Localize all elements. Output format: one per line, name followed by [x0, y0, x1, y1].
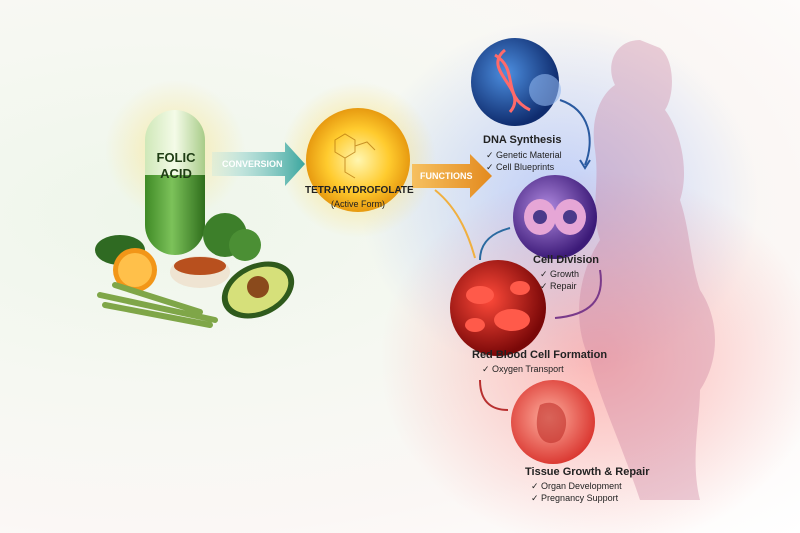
active-form-title: TETRAHYDROFOLATE: [305, 185, 414, 196]
list-item: Genetic Material: [486, 149, 562, 161]
dna-synthesis-list: Genetic Material Cell Blueprints: [486, 149, 562, 173]
cell-division-title: Cell Division: [533, 254, 600, 266]
tissue-growth-title: Tissue Growth & Repair: [525, 466, 650, 478]
functions-arrow: [412, 154, 492, 198]
foods-illustration: [95, 213, 295, 328]
list-item: Repair: [540, 280, 579, 292]
tetrahydrofolate-sphere: [306, 108, 410, 212]
list-item: Cell Blueprints: [486, 161, 562, 173]
active-form-subtitle: (Active Form): [331, 199, 385, 209]
list-item: Oxygen Transport: [482, 363, 564, 375]
pregnant-woman-silhouette: [579, 40, 715, 500]
pill-label-line2: ACID: [160, 166, 192, 181]
functions-label: FUNCTIONS: [420, 171, 473, 181]
red-blood-cell-title: Red Blood Cell Formation: [472, 349, 608, 361]
list-item: Pregnancy Support: [531, 492, 622, 504]
red-blood-cell-sphere: [450, 260, 546, 356]
tissue-growth-list: Organ Development Pregnancy Support: [531, 480, 622, 504]
folic-acid-pill-icon: [145, 110, 205, 255]
conversion-label: CONVERSION: [222, 159, 283, 169]
cell-division-list: Growth Repair: [540, 268, 579, 292]
list-item: Organ Development: [531, 480, 622, 492]
conversion-arrow: [212, 142, 305, 186]
pill-label-line1: FOLIC: [156, 150, 196, 165]
pill-label: FOLIC ACID: [146, 150, 206, 182]
list-item: Growth: [540, 268, 579, 280]
dna-synthesis-title: DNA Synthesis: [483, 134, 562, 146]
red-blood-cell-list: Oxygen Transport: [482, 363, 564, 375]
dna-synthesis-sphere: [471, 38, 559, 126]
